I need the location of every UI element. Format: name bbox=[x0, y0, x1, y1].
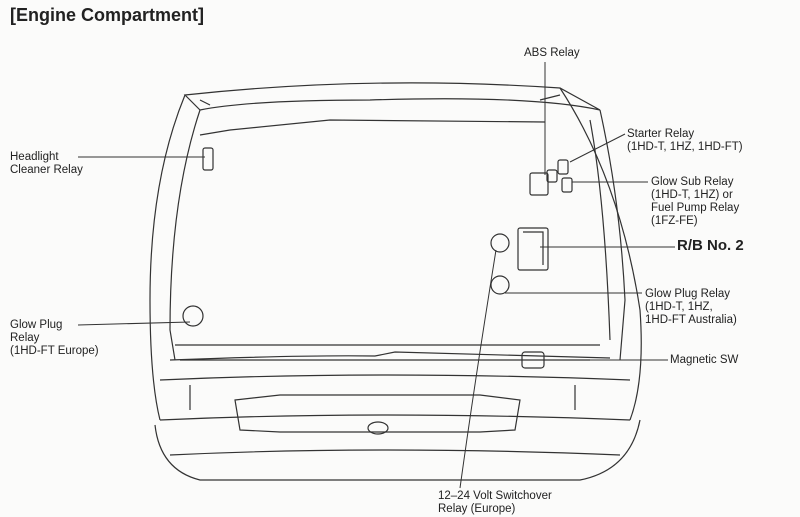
headlight-cleaner-relay-shape bbox=[202, 147, 214, 171]
glow-plug-relay-left-label: Glow Plug Relay (1HD-FT Europe) bbox=[10, 319, 99, 357]
switchover-relay-label: 12–24 Volt Switchover Relay (Europe) bbox=[438, 490, 552, 515]
left-fender bbox=[149, 94, 186, 421]
glow-plug-relay-left-shape bbox=[182, 305, 204, 327]
leader-lines bbox=[77, 62, 675, 489]
abs-relay-label: ABS Relay bbox=[524, 47, 580, 59]
magnetic-sw-label: Magnetic SW bbox=[670, 354, 739, 366]
switchover-relay-shape bbox=[490, 233, 510, 253]
grille bbox=[234, 394, 521, 433]
glow-sub-relay-shape bbox=[561, 177, 573, 193]
starter-relay-label: Starter Relay (1HD-T, 1HZ, 1HD-FT) bbox=[627, 128, 743, 153]
hood-outline bbox=[183, 82, 601, 111]
diagram-title: [Engine Compartment] bbox=[10, 5, 205, 25]
glow-plug-relay-right-label: Glow Plug Relay (1HD-T, 1HZ, 1HD-FT Aust… bbox=[645, 288, 737, 326]
rb-no2-label: R/B No. 2 bbox=[677, 237, 744, 254]
headlight-cleaner-relay-label: Headlight Cleaner Relay bbox=[10, 151, 83, 176]
glow-plug-relay-right-shape bbox=[490, 275, 510, 295]
rb-no2-shape bbox=[517, 227, 549, 271]
starter-relay-shape bbox=[557, 159, 569, 175]
abs-relay-shape bbox=[529, 172, 549, 196]
glow-sub-relay-label: Glow Sub Relay (1HD-T, 1HZ) or Fuel Pump… bbox=[651, 176, 740, 227]
bumper bbox=[154, 419, 641, 481]
right-fender bbox=[559, 87, 642, 421]
